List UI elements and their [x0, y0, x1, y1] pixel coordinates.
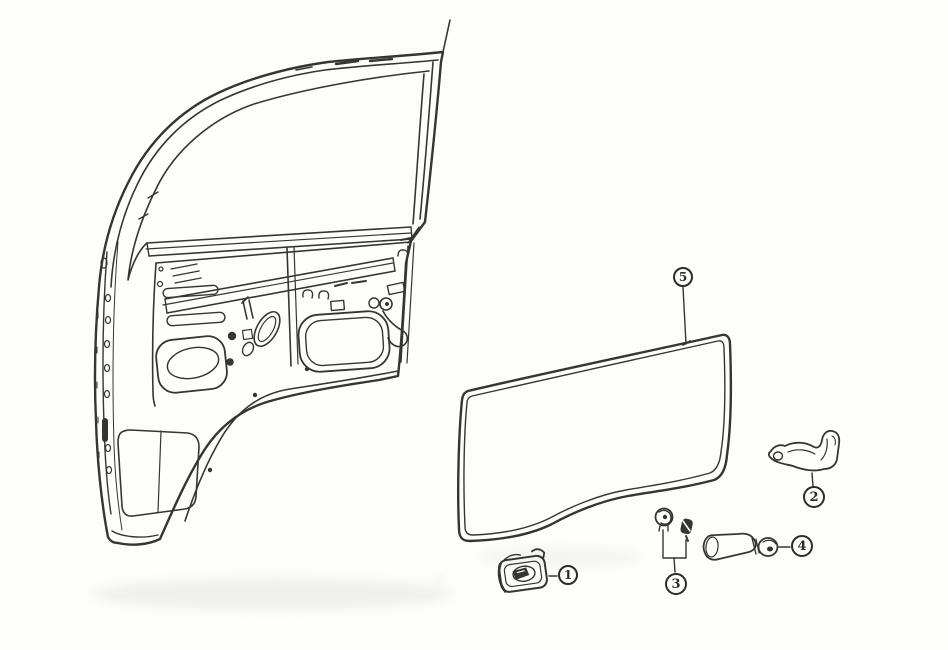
- hinge-edge-detail: [96, 241, 123, 531]
- inner-panel-drawing: [151, 237, 412, 522]
- ground-shadow: [92, 548, 642, 610]
- window-regulator-handle-drawing: [702, 532, 779, 561]
- callout-3[interactable]: 3: [665, 573, 687, 595]
- frame-corner-stub: [442, 19, 451, 53]
- window-opening-edge: [127, 70, 430, 281]
- leader-lines: [548, 286, 814, 577]
- callout-5[interactable]: 5: [673, 267, 693, 287]
- callout-1[interactable]: 1: [558, 565, 578, 585]
- door-outer-outline: [93, 50, 445, 546]
- belt-line-rail: [145, 226, 413, 257]
- door-pull-handle-drawing: [767, 429, 841, 472]
- inside-handle-bezel-drawing: [497, 548, 548, 593]
- leader-line-5: [682, 286, 687, 345]
- trim-panel-drawing: [457, 333, 733, 543]
- door-shell-drawing: [93, 19, 451, 546]
- leader-bracket-3: [662, 529, 687, 559]
- leader-line-3: [673, 557, 676, 573]
- callout-4[interactable]: 4: [791, 535, 813, 557]
- mounting-screws-drawing: [654, 507, 693, 542]
- leader-line-2: [811, 472, 814, 487]
- door-pocket-drawing: [111, 429, 200, 538]
- callout-2[interactable]: 2: [803, 486, 825, 508]
